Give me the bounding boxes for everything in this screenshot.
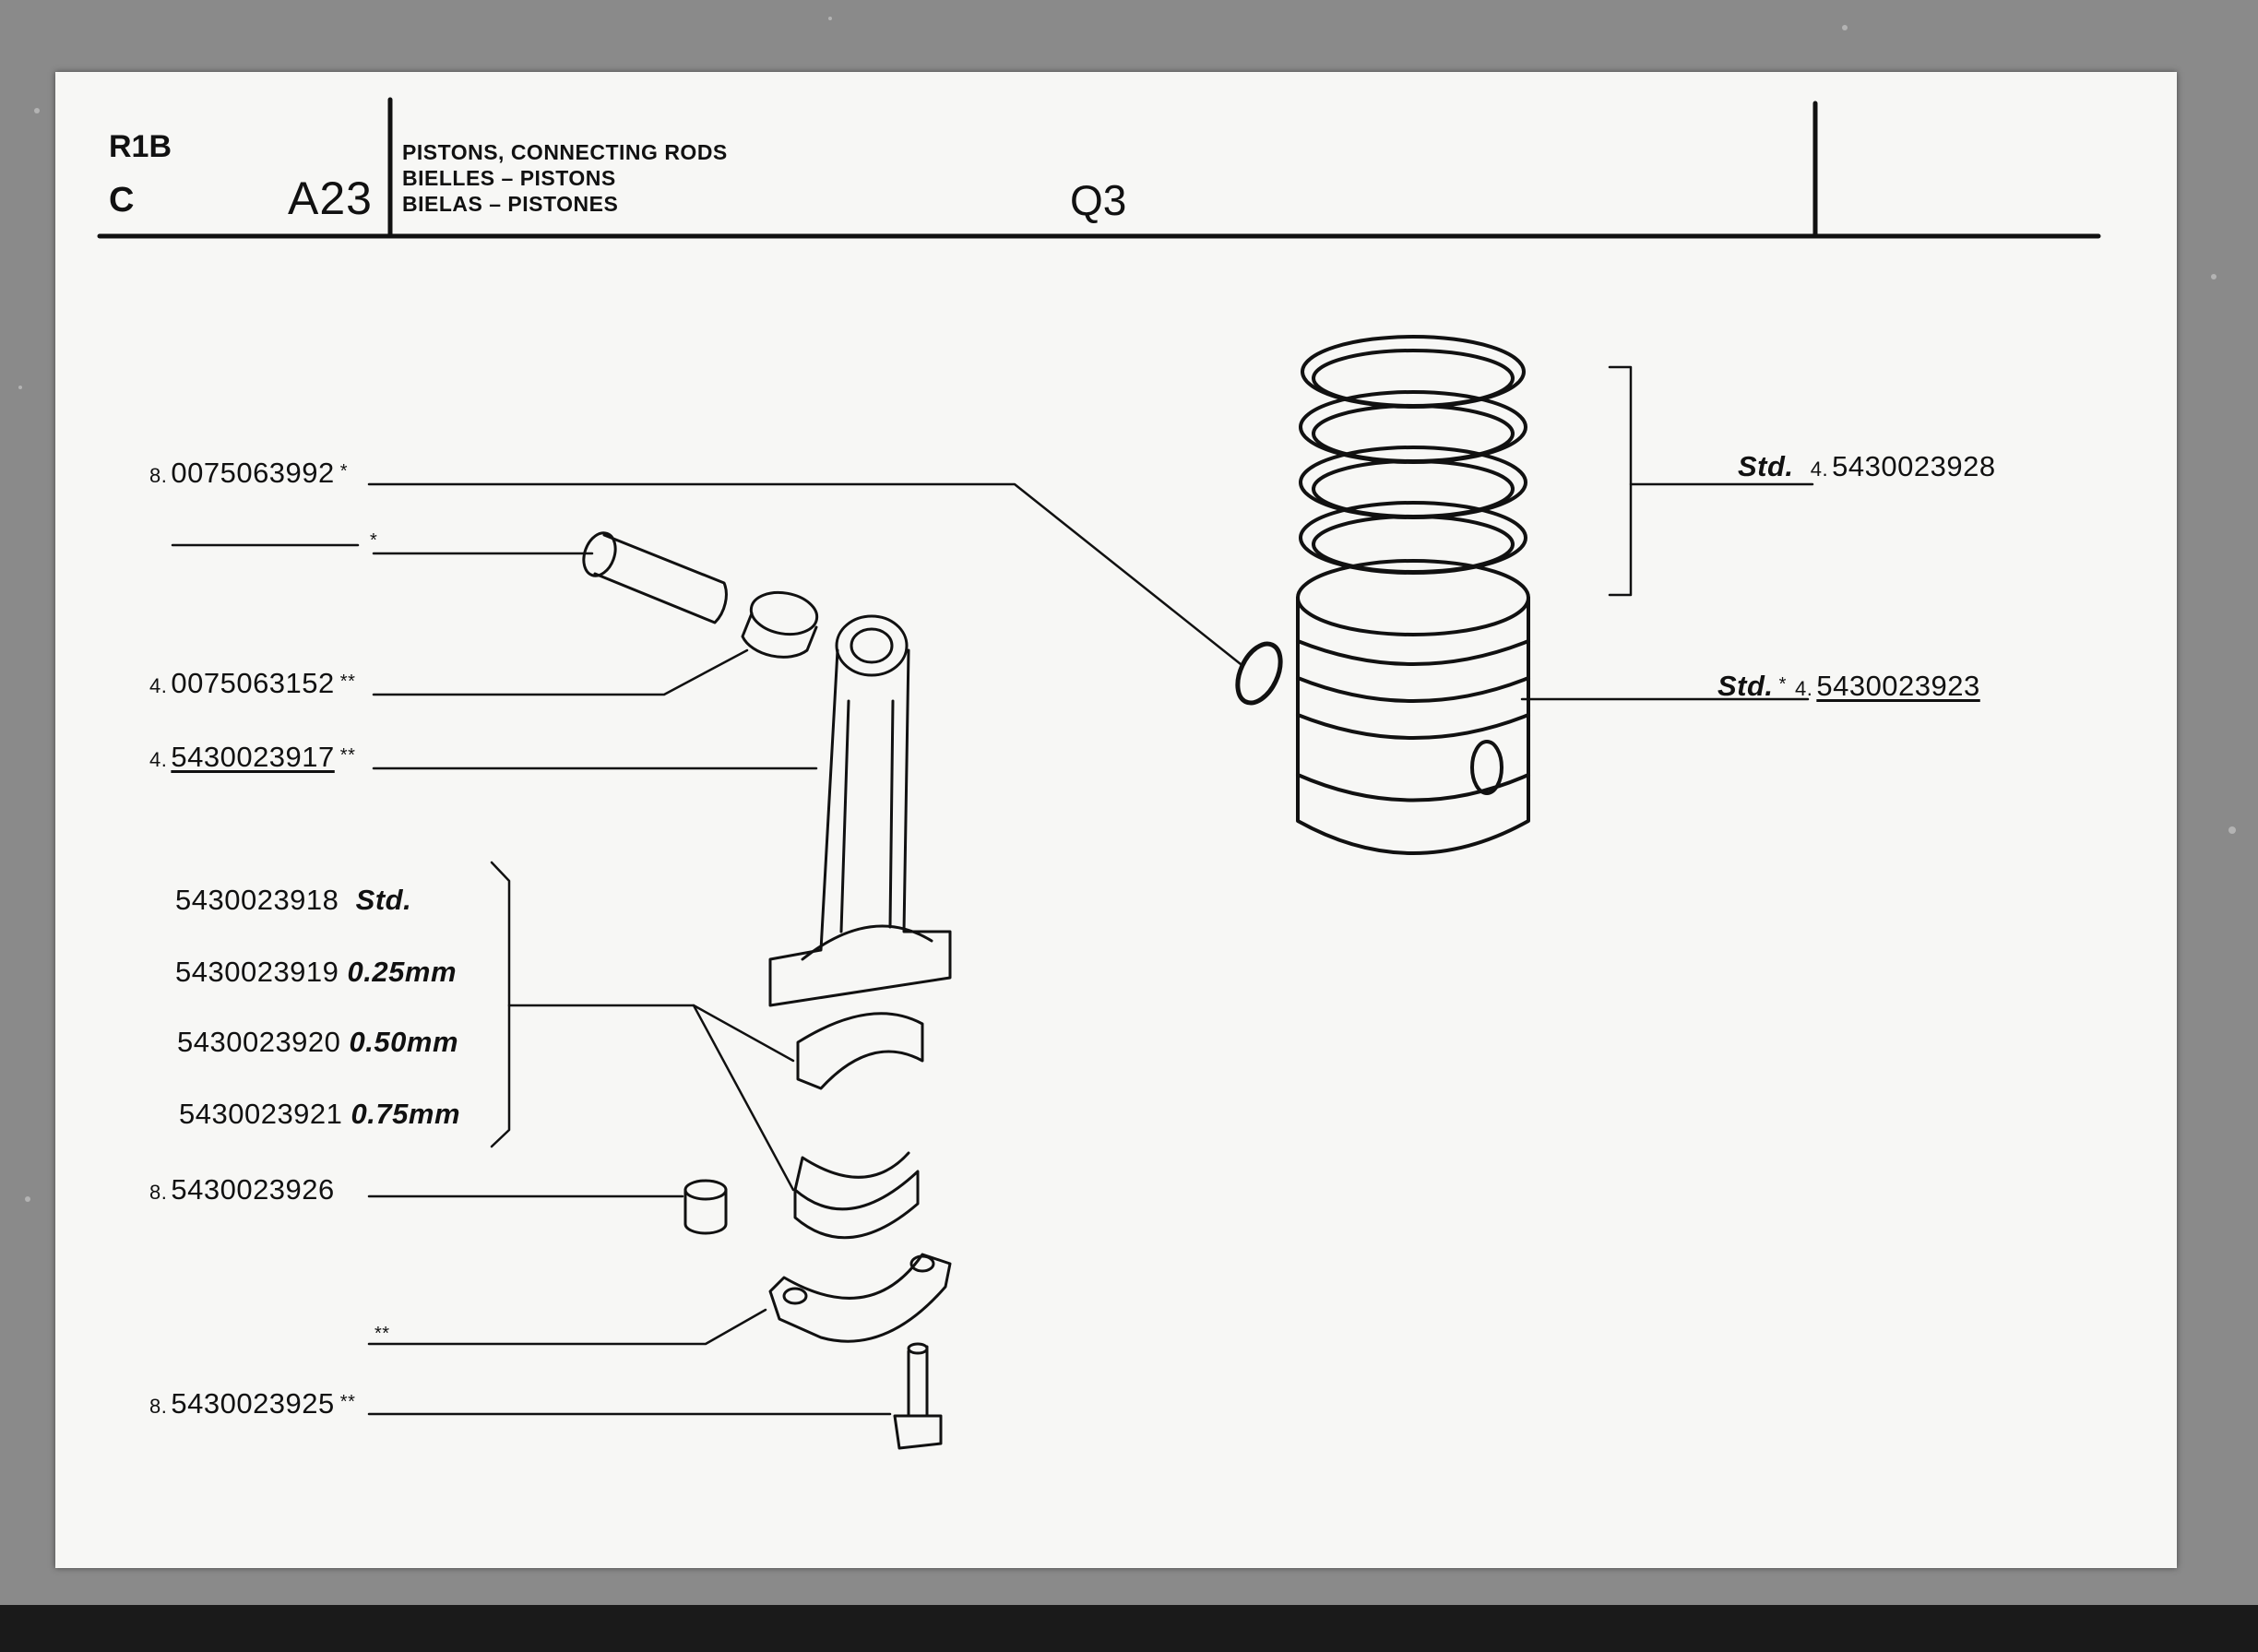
header-section-code: Q3: [1070, 176, 1127, 224]
callout-bush: 4.0075063152**: [149, 667, 355, 700]
wrist-pin-drawing: [582, 531, 728, 624]
header-rules: [97, 97, 2101, 239]
bearing-size: Std.: [355, 884, 412, 916]
callout-bolt: 8.5430023925**: [149, 1387, 355, 1420]
header-code-bottom: C: [109, 181, 135, 220]
qty-piston-rings: 4.: [1810, 458, 1829, 481]
callout-wrist-pin: *: [364, 526, 377, 559]
connecting-rod-drawing: [768, 614, 952, 1007]
circlip-drawing: [1235, 641, 1283, 706]
part-number-circlip: 0075063992: [171, 457, 335, 489]
piston-drawing: [1296, 559, 1530, 855]
part-number-dowel: 5430023926: [171, 1173, 335, 1206]
mark-connecting-rod: **: [339, 745, 356, 766]
mark-piston: *: [1778, 674, 1787, 695]
bush-drawing: [741, 590, 819, 659]
parts-sheet: R1B C A23 PISTONS, CONNECTING RODS BIELL…: [55, 72, 2177, 1568]
callout-connecting-rod: 4.5430023917**: [149, 741, 355, 774]
bolt-drawing: [893, 1342, 943, 1450]
mark-wrist-pin: *: [370, 530, 378, 551]
header-code-top: R1B: [109, 129, 172, 164]
part-number-bush: 0075063152: [171, 667, 335, 699]
mark-rod-cap: **: [374, 1324, 390, 1344]
title-fr: BIELLES – PISTONS: [402, 166, 616, 190]
bearing-size: 0.25mm: [347, 956, 458, 988]
callout-piston-rings: Std. 4.5430023928: [1738, 450, 1996, 483]
leader-lines: [171, 365, 1814, 1416]
qty-bush: 4.: [149, 674, 168, 697]
bearing-part-number: 5430023921: [179, 1098, 343, 1130]
bearing-part-number: 5430023918: [175, 884, 339, 916]
part-number-connecting-rod: 5430023917: [171, 741, 335, 773]
bearing-part-number: 5430023919: [175, 956, 339, 988]
qty-dowel: 8.: [149, 1181, 168, 1204]
qty-bolt: 8.: [149, 1395, 168, 1418]
part-number-piston-rings: 5430023928: [1832, 450, 1996, 482]
upper-bearing-shell-drawing: [796, 1012, 924, 1090]
qty-connecting-rod: 4.: [149, 748, 168, 771]
piston-rings-drawing: [1299, 335, 1527, 575]
mark-bolt: **: [339, 1392, 356, 1412]
callout-rod-cap: **: [369, 1319, 390, 1352]
callout-piston: Std.* 4.5430023923: [1717, 670, 1980, 703]
bearing-size: 0.50mm: [349, 1026, 459, 1058]
part-number-bolt: 5430023925: [171, 1387, 335, 1420]
callout-circlip: 8.0075063992*: [149, 457, 348, 490]
rod-cap-drawing: [768, 1253, 952, 1343]
bearing-size-row: 5430023921 0.75mm: [179, 1098, 460, 1131]
title-en: PISTONS, CONNECTING RODS: [402, 140, 728, 164]
callout-dowel: 8.5430023926: [149, 1173, 335, 1206]
bearing-size: 0.75mm: [351, 1098, 461, 1130]
size-piston: Std.: [1717, 670, 1774, 702]
bearing-size-row: 5430023919 0.25mm: [175, 956, 457, 989]
bearing-part-number: 5430023920: [177, 1026, 341, 1058]
mark-bush: **: [339, 671, 356, 692]
bearing-size-row: 5430023918 Std.: [175, 884, 411, 917]
dowel-drawing: [683, 1179, 728, 1235]
mark-circlip: *: [339, 461, 349, 481]
lower-bearing-shell-drawing: [793, 1151, 920, 1240]
header-group-code: A23: [288, 172, 373, 224]
title-es: BIELAS – PISTONES: [402, 192, 619, 216]
part-number-piston: 5430023923: [1816, 670, 1980, 702]
qty-piston: 4.: [1794, 677, 1813, 700]
qty-circlip: 8.: [149, 464, 168, 487]
bearing-size-row: 5430023920 0.50mm: [177, 1026, 458, 1059]
size-piston-rings: Std.: [1738, 450, 1794, 482]
